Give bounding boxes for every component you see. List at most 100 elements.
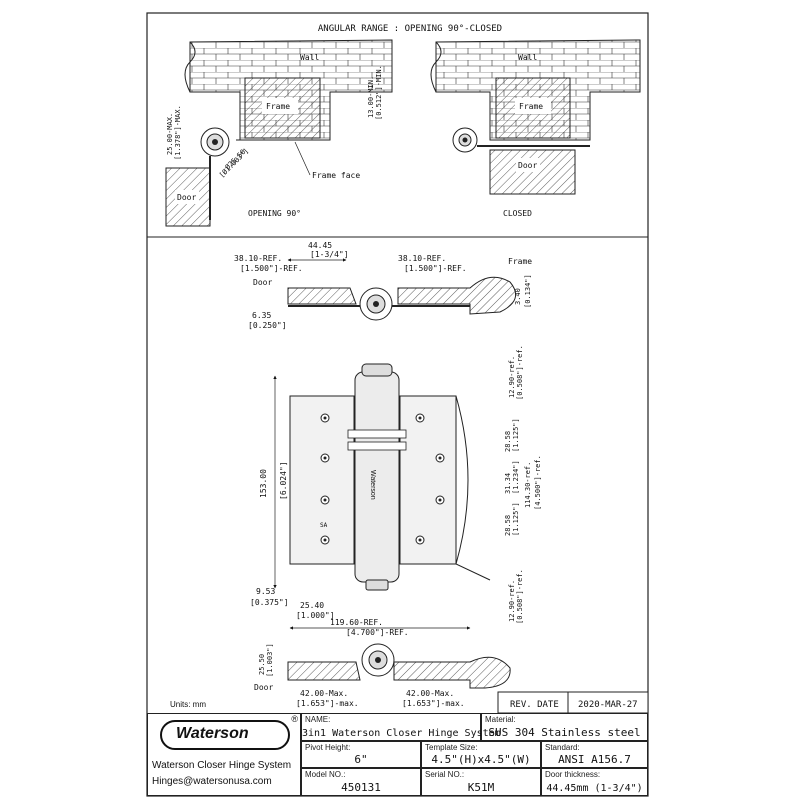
standard-cell: Standard: ANSI A156.7 [541,741,648,768]
door-label-left: Door [177,193,196,202]
front-h153: 153.00 [259,469,268,498]
front-d31: 31.34 [504,473,512,494]
material-cell: Material: SUS 304 Stainless steel [481,713,648,741]
front-d119: 119.60-REF. [330,618,383,627]
rev-date-value: 2020-MAR-27 [578,700,638,710]
front-d12-bot: 12.90-ref. [508,580,516,622]
frame-face-leader [294,141,311,176]
template-label: Template Size: [425,743,478,752]
company-email: Hinges@watersonusa.com [152,776,272,787]
front-d12-top: 12.90-ref. [508,356,516,398]
dim-13-min-in: [0.512"]-MIN. [375,65,383,120]
opening-label: OPENING 90° [248,209,301,218]
plan-w44: 44.45 [308,241,332,250]
front-barrel [354,371,400,583]
plan-d6-35: 6.35 [252,311,271,320]
front-d12-top-in: [0.508"]-ref. [516,345,524,400]
front-d119-in: [4.700"]-REF. [346,628,409,637]
angular-range-title: ANGULAR RANGE : OPENING 90°-CLOSED [318,24,502,34]
model-label: Model NO.: [305,770,346,779]
serial-cell: Serial NO.: K51M [421,768,541,796]
front-stamp: SA [320,522,328,529]
standard-label: Standard: [545,743,580,752]
plan-door [287,287,357,305]
front-d25-40: 25.40 [300,601,324,610]
company-line: Waterson Closer Hinge System [152,760,292,771]
dim-25-max-in: [1.378"]-MAX. [174,105,182,160]
bottom-d42-left: 42.00-Max. [300,689,348,698]
front-frame-edge [455,395,491,581]
units-label: Units: mm [170,700,206,709]
front-d9-53-in: [0.375"] [250,598,289,607]
title-block: Waterson ® Waterson Closer Hinge System … [147,713,648,796]
plan-view: 38.10-REF. [1.500"]-REF. 44.45 [1-3/4"] … [234,241,532,330]
bottom-view: 25.50 [1.003"] Door Frame 42.00-Max. [1.… [254,643,528,712]
plan-ref38-right-in: [1.500"]-REF. [404,264,467,273]
wall-break-left [184,41,196,93]
front-d28-a-in: [1.125"] [512,418,520,452]
front-d28-a: 28.58 [504,431,512,452]
door-label-right: Door [518,161,537,170]
front-d28-b: 28.58 [504,515,512,536]
serial-value: K51M [467,781,495,794]
front-d114: 114.30-ref. [524,462,532,508]
material-label: Material: [485,715,516,724]
name-label: NAME: [305,715,331,724]
material-value: SUS 304 Stainless steel [488,726,641,739]
plan-ref38-left-in: [1.500"]-REF. [240,264,303,273]
bottom-frame [393,656,511,689]
plan-frame [397,276,517,315]
logo-registered-mark: ® [291,714,298,724]
front-view: Waterson SA 153.00 [6.024"] 12.90-ref. [… [250,345,542,637]
front-brand-mark: Waterson [369,470,376,500]
dim-13-min: 13.00-MIN. [367,76,375,118]
dim-25-max: 25.00-MAX. [166,113,174,155]
plan-door-label: Door [253,278,272,287]
plan-d3-40-in: [0.134"] [524,274,532,308]
pivot-label: Pivot Height: [305,743,351,752]
bottom-d42-right-in: [1.653"]-max. [402,699,465,708]
front-d25-40-in: [1.000"] [296,611,335,620]
screw-holes [320,413,445,545]
wall-label-left: Wall [300,53,319,62]
frame-label-right: Frame [519,102,543,111]
wall-label-right: Wall [518,53,537,62]
model-value: 450131 [341,781,381,794]
logo-text: Waterson [176,725,249,742]
pivot-cell: Pivot Height: 6" [301,741,421,768]
closed-label: CLOSED [503,209,532,218]
front-d12-bot-in: [0.508"]-ref. [516,569,524,624]
bottom-d42-right: 42.00-Max. [406,689,454,698]
door-thickness-value: 44.45mm (1-3/4") [546,783,643,794]
plan-ref38-left: 38.10-REF. [234,254,282,263]
bottom-door-label: Door [254,683,273,692]
front-d9-53: 9.53 [256,587,275,596]
plan-ref38-right: 38.10-REF. [398,254,446,263]
logo-cell: Waterson ® Waterson Closer Hinge System … [147,713,301,796]
template-value: 4.5"(H)x4.5"(W) [431,753,531,766]
door-thickness-cell: Door thickness: 44.45mm (1-3/4") [541,768,648,796]
plan-d3-40: 3.40 [514,288,522,305]
name-value: 3in1 Waterson Closer Hinge System [302,728,501,739]
closed-view: Wall Frame Door CLOSED [430,39,641,218]
name-cell: NAME: 3in1 Waterson Closer Hinge System [301,713,501,741]
door-thickness-label: Door thickness: [545,770,601,779]
standard-value: ANSI A156.7 [558,753,631,766]
bottom-d25-50-in: [1.003"] [266,643,274,677]
rev-date-label: REV. DATE [510,700,559,710]
plan-w44-in: [1-3/4"] [310,250,349,259]
front-d114-in: [4.500"]-ref. [534,455,542,510]
waterson-logo: Waterson ® [160,714,298,750]
bottom-d42-left-in: [1.653"]-max. [296,699,359,708]
bottom-d25-50: 25.50 [258,654,266,675]
opening-view: Wall Frame Door Frame face OPENING 90° 2… [165,39,393,227]
sheet-border [146,12,649,797]
front-leaf-right [399,395,457,565]
plan-frame-label: Frame [508,257,532,266]
front-d31-in: [1.234"] [512,460,520,494]
front-h153-in: [6.024"] [279,461,288,500]
model-cell: Model NO.: 450131 [301,768,421,796]
template-cell: Template Size: 4.5"(H)x4.5"(W) [421,741,541,768]
serial-label: Serial NO.: [425,770,465,779]
